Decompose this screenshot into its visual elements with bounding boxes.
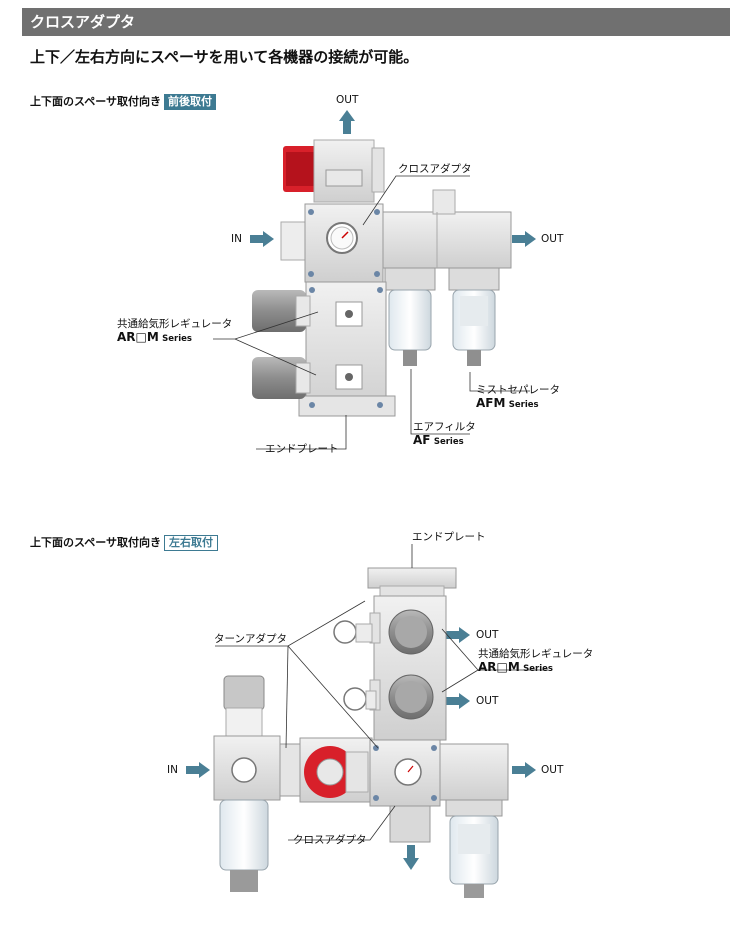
mist-series: Series bbox=[508, 400, 539, 410]
label-out-2: OUT bbox=[476, 695, 499, 707]
filter-model: AF bbox=[413, 433, 431, 447]
label-in: IN bbox=[231, 233, 242, 245]
label-out-1: OUT bbox=[476, 629, 499, 641]
arrow-out-3 bbox=[512, 762, 536, 778]
lead-text: 上下／左右方向にスペーサを用いて各機器の接続が可能。 bbox=[30, 48, 419, 66]
regulator-series-1: Series bbox=[162, 334, 192, 344]
section1-title-text: 上下面のスペーサ取付向き bbox=[30, 95, 162, 108]
regulator-model-1: AR□M bbox=[117, 330, 159, 344]
label-in-2: IN bbox=[167, 764, 178, 776]
mist-name: ミストセパレータ bbox=[476, 384, 560, 396]
section1-title: 上下面のスペーサ取付向き前後取付 bbox=[30, 94, 217, 110]
section1-badge: 前後取付 bbox=[164, 94, 217, 110]
leader-lines-1 bbox=[213, 175, 530, 450]
label-cross-adapter-1: クロスアダプタ bbox=[398, 163, 472, 175]
section-header: クロスアダプタ bbox=[22, 8, 730, 36]
arrow-out-2 bbox=[446, 693, 470, 709]
label-out-right: OUT bbox=[541, 233, 564, 245]
regulator-model-2: AR□M bbox=[478, 660, 520, 674]
section2-title-text: 上下面のスペーサ取付向き bbox=[30, 536, 162, 549]
filter-name: エアフィルタ bbox=[413, 421, 476, 433]
arrow-out-right bbox=[512, 231, 536, 247]
red-lock-cap bbox=[283, 139, 385, 203]
label-regulator-2: 共通給気形レギュレータ AR□M Series bbox=[478, 648, 593, 676]
mist-separator-right bbox=[439, 743, 509, 898]
leader-lines-2 bbox=[215, 544, 548, 841]
label-end-plate-2: エンドプレート bbox=[412, 531, 486, 543]
turn-adapter bbox=[279, 737, 373, 803]
filter-series: Series bbox=[433, 437, 464, 447]
label-mist-separator: ミストセパレータ AFM Series bbox=[476, 384, 560, 412]
section2-badge: 左右取付 bbox=[164, 535, 219, 551]
regulator-stack-1 bbox=[252, 281, 396, 417]
filter-bodies-1 bbox=[382, 189, 512, 366]
regulator-series-2: Series bbox=[523, 664, 553, 674]
section2-title: 上下面のスペーサ取付向き左右取付 bbox=[30, 535, 219, 551]
label-regulator-1: 共通給気形レギュレータ AR□M Series bbox=[117, 318, 232, 346]
mist-model: AFM bbox=[476, 396, 506, 410]
label-out-top: OUT bbox=[336, 94, 359, 106]
arrow-out-1 bbox=[446, 627, 470, 643]
arrow-out-top bbox=[339, 110, 355, 134]
label-air-filter: エアフィルタ AF Series bbox=[413, 421, 476, 449]
cross-adapter-block-2 bbox=[369, 739, 441, 843]
filter-regulator-left bbox=[213, 675, 281, 892]
regulator-name-1: 共通給気形レギュレータ bbox=[117, 318, 233, 330]
cross-adapter-block-1 bbox=[280, 203, 384, 283]
end-plate-top bbox=[367, 567, 457, 597]
regulator-name-2: 共通給気形レギュレータ bbox=[478, 648, 594, 660]
arrow-in-2 bbox=[186, 762, 210, 778]
arrow-down bbox=[403, 845, 419, 870]
label-out-3: OUT bbox=[541, 764, 564, 776]
regulator-stack-2 bbox=[333, 595, 447, 741]
label-cross-adapter-2: クロスアダプタ bbox=[293, 834, 367, 846]
label-end-plate-1: エンドプレート bbox=[265, 443, 339, 455]
label-turn-adapter: ターンアダプタ bbox=[214, 633, 287, 645]
arrow-in bbox=[250, 231, 274, 247]
